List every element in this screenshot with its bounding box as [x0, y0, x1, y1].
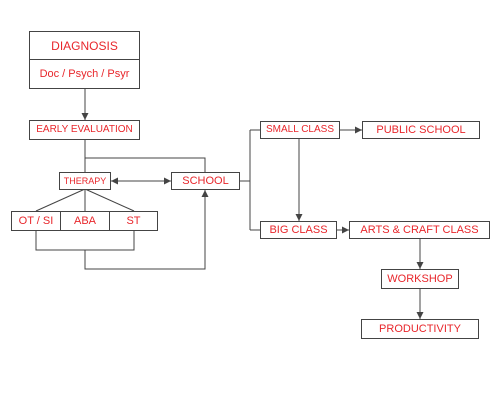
public-school-box: PUBLIC SCHOOL	[362, 121, 480, 139]
early-evaluation-box: EARLY EVALUATION	[29, 120, 140, 140]
school-box: SCHOOL	[171, 172, 240, 190]
specialists-label: Doc / Psych / Psyr	[39, 67, 130, 80]
therapy-types-row: OT / SI ABA ST	[11, 211, 158, 231]
diagnosis-label: DIAGNOSIS	[30, 32, 139, 60]
diagnosis-box: DIAGNOSIS Doc / Psych / Psyr	[29, 31, 140, 89]
edge-evaluation-to-school	[85, 157, 206, 172]
therapy-box: THERAPY	[59, 172, 111, 190]
edge-therapy-loop-to-school	[84, 190, 209, 270]
small-class-box: SMALL CLASS	[260, 121, 340, 139]
arts-craft-class-box: ARTS & CRAFT CLASS	[349, 221, 490, 239]
big-class-box: BIG CLASS	[260, 221, 337, 239]
st-cell: ST	[126, 214, 141, 227]
workshop-box: WORKSHOP	[381, 269, 459, 289]
edge-therapy-bracket	[35, 230, 135, 251]
edge-therapy-to-st	[84, 188, 135, 212]
edge-therapy-to-otsi	[35, 188, 86, 212]
aba-cell: ABA	[61, 212, 110, 230]
ot-si-cell: OT / SI	[12, 212, 61, 230]
productivity-box: PRODUCTIVITY	[361, 319, 479, 339]
